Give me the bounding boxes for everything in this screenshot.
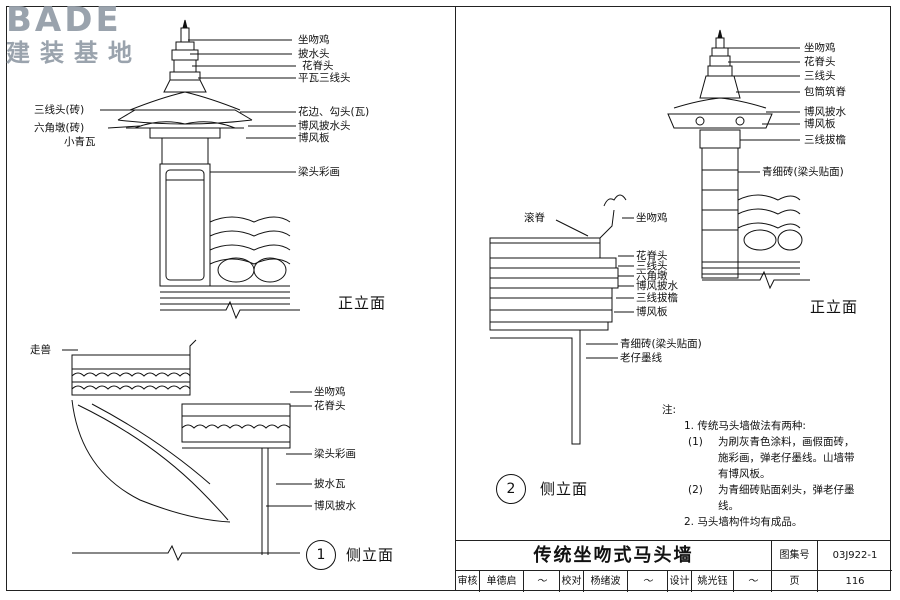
label-side1-huajitou: 花脊头 [314, 400, 346, 412]
label-side2-liujiaodun: 六角墩 [636, 270, 668, 282]
atlas-number-label: 图集号 [772, 541, 818, 571]
title-block: 传统坐吻式马头墙 图集号 03J922-1 审核 单德启 〜 校对 杨绪波 〜 … [455, 540, 892, 592]
label-side1-liangtou-caihua: 梁头彩画 [314, 448, 356, 460]
note-item-1a-line3: 有博风板。 [718, 468, 771, 480]
side-view-2-drawing [489, 194, 634, 445]
note-item-1a-line1: 为刷灰青色涂料，画假面砖， [718, 436, 855, 448]
front-view-2-caption: 正立面 [810, 298, 859, 316]
label-zoushou: 走兽 [30, 344, 51, 356]
label-huabian-goutou: 花边、勾头(瓦) [298, 106, 370, 118]
label-fv2-sanxiantou: 三线头 [804, 70, 836, 82]
page-label: 页 [772, 571, 818, 592]
designer-name: 姚光钰 [692, 571, 734, 592]
side-view-1-caption: 侧立面 [346, 546, 395, 564]
note-item-1a: (1) 为刷灰青色涂料，画假面砖， [662, 434, 887, 450]
check-label: 校对 [560, 571, 584, 592]
label-side2-laozai-moxian: 老仔墨线 [620, 352, 662, 364]
label-bofengban: 博风板 [298, 132, 330, 144]
designer-signature: 〜 [734, 571, 772, 592]
label-fv2-sanxian-baoyan: 三线拔檐 [804, 134, 846, 146]
watermark-logo: BADE 建装基地 [6, 2, 166, 82]
label-fv2-bofengban: 博风板 [804, 118, 836, 130]
label-fv2-zuowenji: 坐吻鸡 [804, 42, 836, 54]
side-view-1-drawing [62, 339, 312, 562]
note-item-1a-line2: 施彩画，弹老仔墨线。山墙带 [718, 452, 855, 464]
front-view-2-drawing [667, 29, 810, 290]
label-huajitou: 花脊头 [302, 60, 334, 72]
reviewer-name: 单德启 [480, 571, 524, 592]
notes-block: 注: 1. 传统马头墙做法有两种: (1) 为刷灰青色涂料，画假面砖， 施彩画，弹… [662, 402, 887, 530]
label-pingwa-sanxiantou: 平瓦三线头 [298, 72, 351, 84]
view-number-1: 1 [306, 540, 336, 570]
notes-heading: 注: [662, 404, 677, 416]
drawing-title: 传统坐吻式马头墙 [456, 541, 772, 571]
design-label: 设计 [668, 571, 692, 592]
view-number-2: 2 [496, 474, 526, 504]
note-item-1a-number: (1) [688, 436, 703, 448]
label-gunji: 滚脊 [524, 212, 545, 224]
label-fv2-qingxizhuan: 青细砖(梁头贴面) [762, 166, 844, 178]
label-side1-bofeng-pishui: 博风披水 [314, 500, 356, 512]
logo-text-latin: BADE [6, 0, 122, 40]
reviewer-signature: 〜 [524, 571, 560, 592]
note-item-1: 1. 传统马头墙做法有两种: [684, 420, 806, 432]
center-divider [455, 6, 456, 540]
label-side2-sanxiantou: 三线头 [636, 260, 668, 272]
drawing-frame [6, 6, 891, 591]
note-item-2: 2. 马头墙构件均有成品。 [684, 516, 803, 528]
front-view-caption: 正立面 [338, 294, 387, 312]
label-bofeng-pishuitou: 博风披水头 [298, 120, 351, 132]
side-view-2-caption: 侧立面 [540, 480, 589, 498]
label-xiaoqingwa: 小青瓦 [64, 136, 96, 148]
label-liangtou-caihua: 梁头彩画 [298, 166, 340, 178]
front-view-drawing [100, 19, 300, 320]
label-side2-huajitou: 花脊头 [636, 250, 668, 262]
label-liujiaodun-zhuan: 六角墩(砖) [34, 122, 85, 134]
checker-name: 杨绪波 [584, 571, 628, 592]
label-side2-bofeng-pishui: 博风披水 [636, 280, 678, 292]
label-side2-qingxizhuan: 青细砖(梁头贴面) [620, 338, 702, 350]
label-fv2-bofeng-pishui: 博风披水 [804, 106, 846, 118]
label-side1-pishuiwa: 披水瓦 [314, 478, 346, 490]
review-label: 审核 [456, 571, 480, 592]
label-zuowenji: 坐吻鸡 [298, 34, 330, 46]
note-item-1b-line2: 线。 [718, 500, 739, 512]
checker-signature: 〜 [628, 571, 668, 592]
label-side2-zuowenji: 坐吻鸡 [636, 212, 668, 224]
label-side2-bofengban: 博风板 [636, 306, 668, 318]
label-fv2-baotong-zhuji: 包筒筑脊 [804, 86, 846, 98]
note-item-1b: (2) 为青细砖贴面剁头，弹老仔墨 [662, 482, 887, 498]
label-side2-sanxian-baoyan: 三线拔檐 [636, 292, 678, 304]
label-pishuitou: 披水头 [298, 48, 330, 60]
label-side1-zuowenji: 坐吻鸡 [314, 386, 346, 398]
atlas-number: 03J922-1 [818, 541, 892, 571]
note-item-1b-number: (2) [688, 484, 703, 496]
label-fv2-huajitou: 花脊头 [804, 56, 836, 68]
label-sanxiantou-zhuan: 三线头(砖) [34, 104, 85, 116]
page-number: 116 [845, 576, 865, 587]
note-item-1b-line1: 为青细砖贴面剁头，弹老仔墨 [718, 484, 855, 496]
logo-text-cn: 建装基地 [6, 39, 142, 67]
